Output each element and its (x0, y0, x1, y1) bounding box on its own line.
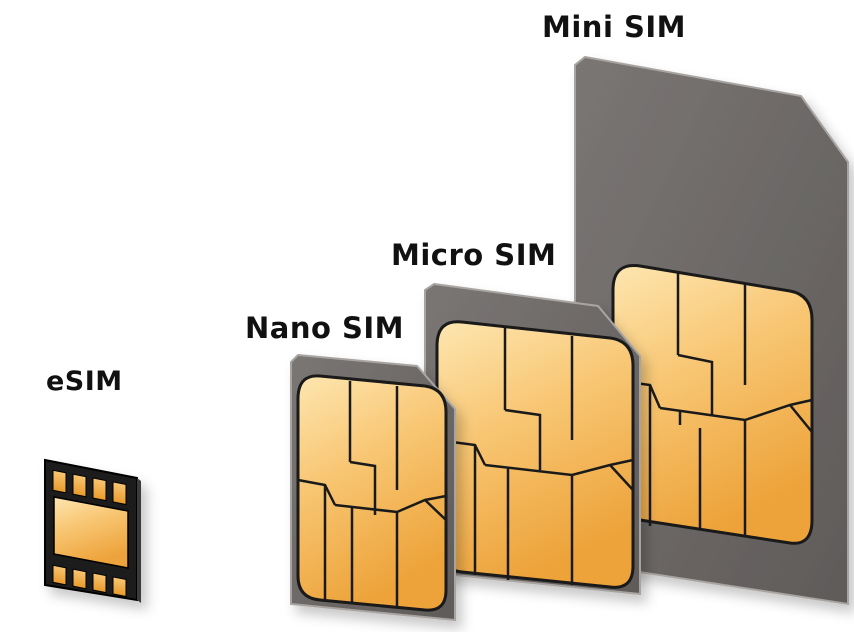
nano-sim-chip (296, 374, 448, 612)
mini-sim-label: Mini SIM (542, 10, 687, 44)
esim-chip (44, 458, 141, 603)
micro-sim-chip (435, 320, 635, 589)
esim-label: eSIM (46, 366, 123, 397)
nano-sim-label: Nano SIM (245, 311, 405, 345)
mini-sim-chip (611, 264, 814, 545)
micro-sim-label: Micro SIM (391, 238, 557, 272)
